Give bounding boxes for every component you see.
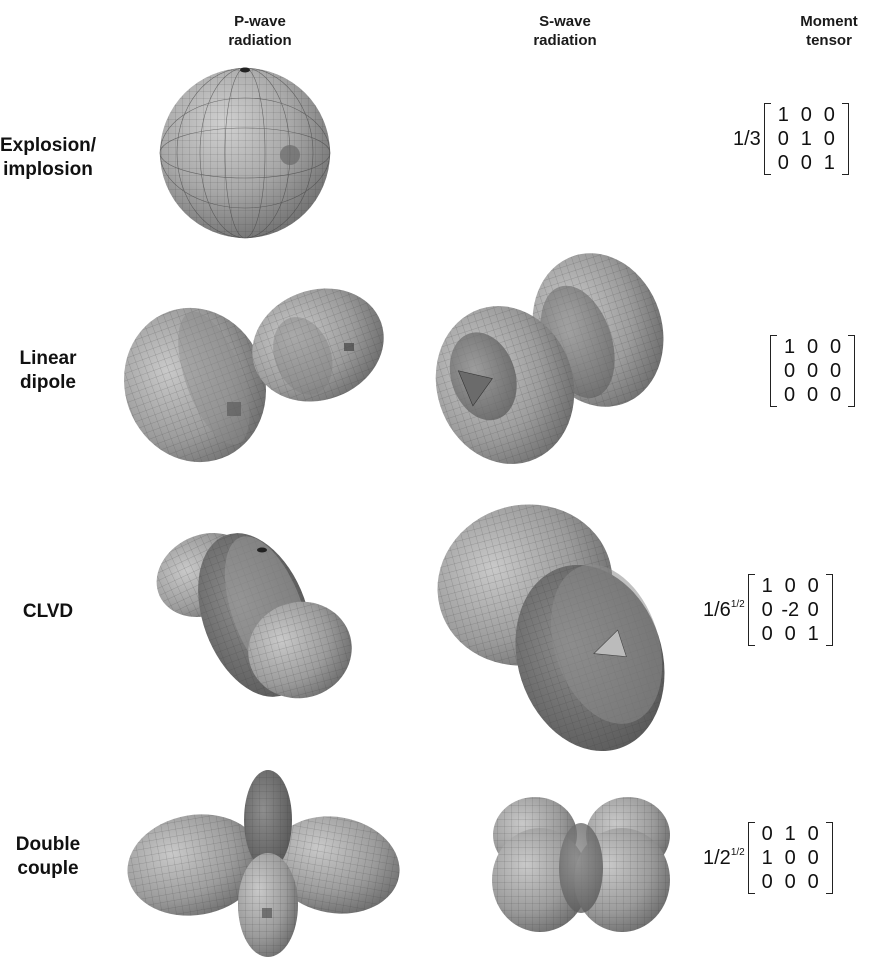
matrix-cell: 0 — [783, 384, 796, 406]
matrix-cell: 0 — [784, 623, 796, 645]
matrix-row: 0 0 0 — [778, 383, 847, 407]
matrix-cell: 1 — [784, 823, 796, 845]
matrix-cell: 0 — [807, 575, 819, 597]
matrix-cell: 1 — [761, 575, 773, 597]
tensor-clvd-factor-exponent: 1/2 — [730, 598, 745, 610]
matrix-row: 0 0 0 — [778, 359, 847, 383]
p-wave-header-line2: radiation — [228, 32, 292, 49]
matrix-cell: 0 — [807, 823, 819, 845]
tensor-linear-dipole: 1 0 0 0 0 0 0 0 0 — [770, 335, 855, 407]
s-wave-header-line1: S-wave — [539, 13, 591, 30]
p-wave-header: P-wave radiation — [205, 12, 315, 50]
tensor-double-couple-factor-exponent: 1/2 — [730, 846, 745, 858]
matrix-cell: 0 — [761, 623, 773, 645]
row-label-double-couple-line2: couple — [17, 858, 79, 879]
s-wave-header: S-wave radiation — [510, 12, 620, 50]
matrix-cell: -2 — [781, 599, 800, 621]
clvd-p-wave-lobes — [156, 533, 352, 699]
matrix-cell: 0 — [807, 599, 819, 621]
row-label-linear-dipole-line1: Linear — [19, 348, 77, 369]
clvd-s-wave-lobes — [437, 504, 665, 752]
matrix-cell: 0 — [807, 847, 819, 869]
row-label-double-couple: Double couple — [0, 833, 96, 881]
s-wave-header-line2: radiation — [533, 32, 597, 49]
matrix-cell: 0 — [806, 360, 819, 382]
matrix-cell: 0 — [777, 152, 789, 174]
linear-dipole-p-wave-lobes — [124, 288, 384, 463]
matrix-cell: 1 — [800, 128, 812, 150]
matrix-cell: 1 — [807, 623, 819, 645]
double-couple-s-wave-lobes — [492, 797, 670, 932]
tensor-double-couple-matrix: 0 1 0 1 0 0 0 0 0 — [747, 822, 833, 894]
row-label-linear-dipole: Linear dipole — [0, 347, 96, 395]
double-couple-p-wave-lobes — [127, 770, 400, 957]
matrix-cell: 0 — [823, 104, 835, 126]
matrix-row: 1 0 0 — [778, 335, 847, 359]
matrix-cell: 0 — [823, 128, 835, 150]
tensor-linear-dipole-matrix: 1 0 0 0 0 0 0 0 0 — [770, 335, 855, 407]
row-label-explosion: Explosion/ implosion — [0, 134, 96, 182]
matrix-cell: 1 — [761, 847, 773, 869]
row-label-clvd-line1: CLVD — [22, 601, 74, 622]
moment-tensor-header-line2: tensor — [806, 32, 852, 49]
linear-dipole-s-wave-torus — [435, 253, 664, 464]
explosion-p-wave-sphere — [159, 67, 331, 239]
matrix-cell: 0 — [806, 336, 819, 358]
tensor-explosion-factor-text: 1/3 — [733, 127, 761, 150]
matrix-row: 0 1 0 — [756, 822, 825, 846]
tensor-explosion-factor: 1/3 — [733, 128, 761, 151]
matrix-cell: 0 — [784, 575, 796, 597]
tensor-clvd-matrix: 1 0 0 0 -2 0 0 0 1 — [747, 574, 833, 646]
matrix-cell: 0 — [829, 360, 842, 382]
tensor-double-couple-factor: 1/21/2 — [703, 847, 745, 870]
matrix-cell: 0 — [784, 847, 796, 869]
matrix-row: 0 0 0 — [756, 870, 825, 894]
tensor-clvd-factor-text: 1/6 — [703, 598, 731, 621]
matrix-row: 0 1 0 — [772, 127, 841, 151]
matrix-row: 1 0 0 — [756, 574, 825, 598]
matrix-cell: 0 — [800, 104, 812, 126]
matrix-cell: 0 — [761, 871, 773, 893]
tensor-double-couple: 1/21/2 0 1 0 1 0 0 0 0 0 — [703, 822, 833, 894]
matrix-cell: 1 — [823, 152, 835, 174]
matrix-cell: 0 — [806, 384, 819, 406]
row-label-explosion-line2: implosion — [3, 159, 93, 180]
tensor-double-couple-factor-text: 1/2 — [703, 846, 731, 869]
matrix-cell: 0 — [829, 384, 842, 406]
row-label-clvd: CLVD — [0, 600, 96, 624]
matrix-cell: 0 — [800, 152, 812, 174]
tensor-explosion-matrix: 1 0 0 0 1 0 0 0 1 — [763, 103, 849, 175]
moment-tensor-header: Moment tensor — [790, 12, 868, 50]
matrix-row: 0 -2 0 — [756, 598, 825, 622]
matrix-cell: 1 — [777, 104, 789, 126]
tensor-explosion: 1/3 1 0 0 0 1 0 0 0 1 — [733, 103, 849, 175]
matrix-cell: 0 — [783, 360, 796, 382]
row-label-linear-dipole-line2: dipole — [20, 372, 76, 393]
moment-tensor-header-line1: Moment — [800, 13, 858, 30]
matrix-row: 1 0 0 — [756, 846, 825, 870]
matrix-cell: 1 — [783, 336, 796, 358]
matrix-cell: 0 — [829, 336, 842, 358]
tensor-clvd: 1/61/2 1 0 0 0 -2 0 0 0 1 — [703, 574, 833, 646]
matrix-cell: 0 — [761, 599, 773, 621]
row-label-explosion-line1: Explosion/ — [0, 135, 97, 156]
matrix-cell: 0 — [807, 871, 819, 893]
matrix-cell: 0 — [784, 871, 796, 893]
matrix-row: 0 0 1 — [756, 622, 825, 646]
row-label-double-couple-line1: Double — [15, 834, 81, 855]
p-wave-header-line1: P-wave — [234, 13, 286, 30]
matrix-cell: 0 — [777, 128, 789, 150]
matrix-row: 0 0 1 — [772, 151, 841, 175]
matrix-row: 1 0 0 — [772, 103, 841, 127]
tensor-clvd-factor: 1/61/2 — [703, 599, 745, 622]
matrix-cell: 0 — [761, 823, 773, 845]
